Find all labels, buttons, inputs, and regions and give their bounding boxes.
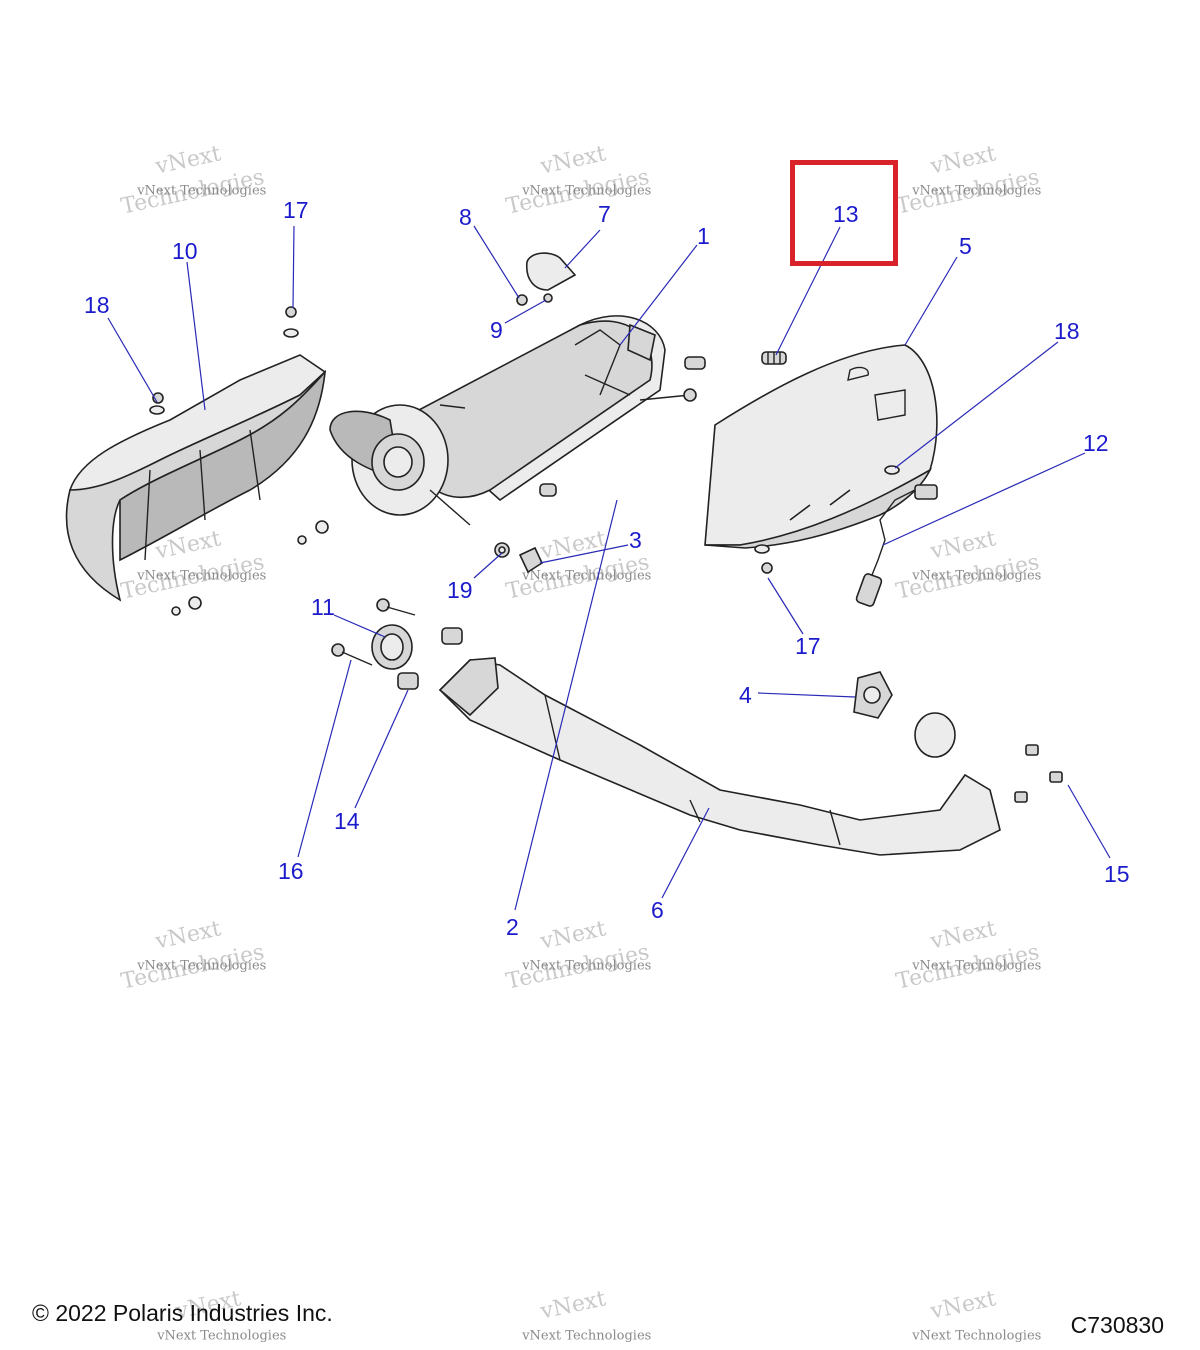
part-11-clamp: [371, 624, 413, 670]
heat-shield-right: [704, 344, 938, 549]
callout-18-right: 18: [1054, 318, 1080, 344]
part-17-bolts: [283, 306, 773, 574]
watermark: Technologies vNext vNext Technologies: [504, 916, 652, 994]
callout-3: 3: [629, 527, 642, 553]
watermark: Technologies vNext vNext Technologies: [119, 141, 267, 219]
watermark: Technologies vNext vNext Technologies: [504, 141, 652, 219]
watermark: Technologies vNext vNext Technologies: [119, 916, 267, 994]
svg-text:vNext: vNext: [537, 1286, 608, 1324]
callout-7: 7: [598, 201, 611, 227]
spring-upper-right: [684, 356, 706, 370]
callout-15: 15: [1104, 861, 1130, 887]
callout-5: 5: [959, 233, 972, 259]
callout-6: 6: [651, 897, 664, 923]
o2-sensor: [855, 484, 938, 607]
watermark: Technologies vNext vNext Technologies: [894, 916, 1042, 994]
callout-17-bottom: 17: [795, 633, 821, 659]
callout-11: 11: [311, 594, 335, 620]
callout-8: 8: [459, 204, 472, 230]
callout-18-left: 18: [84, 292, 110, 318]
svg-text:vNext Technologies: vNext Technologies: [521, 183, 651, 198]
svg-text:vNext: vNext: [537, 916, 608, 954]
svg-text:vNext Technologies: vNext Technologies: [911, 1328, 1041, 1343]
spring-lower: [539, 483, 557, 497]
svg-text:vNext Technologies: vNext Technologies: [136, 958, 266, 973]
part-16-bolt: [331, 598, 416, 666]
svg-text:vNext Technologies: vNext Technologies: [136, 568, 266, 583]
exhaust-pipe: [438, 657, 1001, 856]
svg-text:vNext: vNext: [927, 141, 998, 179]
watermark: Technologies vNext vNext Technologies: [894, 141, 1042, 219]
callout-19: 19: [447, 577, 473, 603]
leader-lines: [107, 225, 1111, 911]
svg-text:vNext: vNext: [927, 916, 998, 954]
svg-text:vNext: vNext: [152, 916, 223, 954]
svg-text:vNext Technologies: vNext Technologies: [156, 1328, 286, 1343]
part-4-gasket: [853, 671, 893, 719]
svg-text:vNext Technologies: vNext Technologies: [911, 183, 1041, 198]
part-14-spring: [397, 627, 463, 690]
svg-text:vNext Technologies: vNext Technologies: [911, 568, 1041, 583]
callout-13-highlight-box: [790, 160, 898, 266]
svg-text:vNext: vNext: [152, 141, 223, 179]
callout-2: 2: [506, 914, 519, 940]
svg-text:vNext Technologies: vNext Technologies: [521, 568, 651, 583]
part-18-washers: [149, 392, 900, 475]
muffler: [329, 315, 697, 526]
svg-text:vNext: vNext: [537, 141, 608, 179]
watermark: vNext vNext Technologies: [911, 1286, 1041, 1343]
callout-labels: 1 2 3 4 5 6 7 8 9 10 11 12 13 14 15 16 1…: [84, 197, 1130, 940]
part-15-bolts: [1014, 744, 1063, 803]
figure-code: C730830: [1070, 1312, 1164, 1338]
callout-13: 13: [833, 201, 859, 227]
svg-text:vNext Technologies: vNext Technologies: [521, 1328, 651, 1343]
part-7-tip: [525, 252, 577, 291]
callout-16: 16: [278, 858, 304, 884]
callout-17-top: 17: [283, 197, 309, 223]
svg-text:vNext Technologies: vNext Technologies: [136, 183, 266, 198]
svg-text:vNext: vNext: [927, 526, 998, 564]
callout-9: 9: [490, 317, 503, 343]
svg-text:vNext Technologies: vNext Technologies: [911, 958, 1041, 973]
copyright-notice: © 2022 Polaris Industries Inc.: [32, 1300, 333, 1326]
svg-text:vNext Technologies: vNext Technologies: [521, 958, 651, 973]
watermark: vNext vNext Technologies: [521, 1286, 651, 1343]
callout-14: 14: [334, 808, 360, 834]
callout-4: 4: [739, 682, 752, 708]
part-19-washer: [494, 542, 510, 558]
misc-hardware: [171, 520, 329, 616]
svg-text:vNext: vNext: [537, 526, 608, 564]
callout-1: 1: [697, 223, 710, 249]
callout-10: 10: [172, 238, 198, 264]
part-13-spring: [761, 351, 787, 365]
svg-text:vNext: vNext: [927, 1286, 998, 1324]
callout-12: 12: [1083, 430, 1109, 456]
part-8-bolt: [516, 294, 528, 306]
heat-shield-left: [65, 354, 327, 602]
